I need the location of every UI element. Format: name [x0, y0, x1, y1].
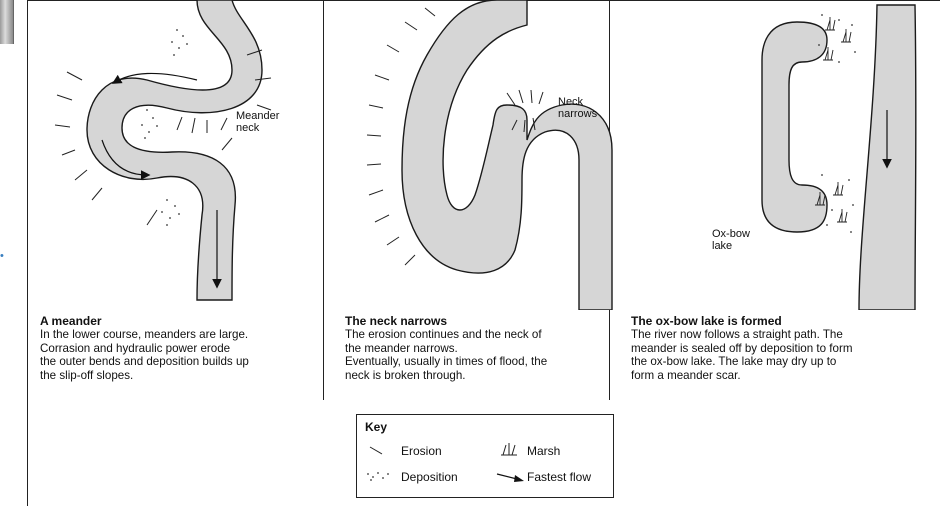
deposition-dots-1	[141, 29, 188, 226]
caption-neck: The neck narrows The erosion continues a…	[345, 315, 547, 382]
viewer-scroll-edge	[0, 0, 14, 44]
margin-mark: •	[0, 250, 4, 262]
caption-line: the meander narrows.	[345, 342, 547, 355]
caption-line: The erosion continues and the neck of	[345, 328, 547, 341]
oxbow-lake	[762, 22, 827, 232]
marsh-symbol-icon	[499, 441, 519, 457]
key-erosion-label: Erosion	[401, 444, 442, 458]
caption-title: The ox-bow lake is formed	[631, 315, 852, 328]
key-marsh-label: Marsh	[527, 444, 560, 458]
caption-title: The neck narrows	[345, 315, 547, 328]
caption-line: the outer bends and deposition builds up	[40, 355, 249, 368]
caption-line: In the lower course, meanders are large.	[40, 328, 249, 341]
caption-oxbow: The ox-bow lake is formed The river now …	[631, 315, 852, 382]
meander-river	[87, 0, 262, 300]
erosion-symbol-icon	[367, 443, 387, 457]
caption-title: A meander	[40, 315, 249, 328]
key-title: Key	[365, 420, 387, 434]
caption-line: Eventually, usually in times of flood, t…	[345, 355, 547, 368]
caption-line: meander is sealed off by deposition to f…	[631, 342, 852, 355]
neck-river	[402, 0, 612, 310]
caption-line: Corrasion and hydraulic power erode	[40, 342, 249, 355]
caption-meander: A meander In the lower course, meanders …	[40, 315, 249, 382]
caption-line: the slip-off slopes.	[40, 369, 249, 382]
caption-line: form a meander scar.	[631, 369, 852, 382]
caption-line: The river now follows a straight path. T…	[631, 328, 852, 341]
key-box: Key Erosion Marsh Deposition Fastest flo…	[356, 414, 614, 498]
key-fastest-flow-label: Fastest flow	[527, 470, 591, 484]
diagram-drawing	[27, 0, 940, 310]
fastest-flow-symbol-icon	[495, 470, 527, 484]
deposition-symbol-icon	[365, 469, 393, 483]
caption-line: neck is broken through.	[345, 369, 547, 382]
caption-line: the ox-bow lake. The lake may dry up to	[631, 355, 852, 368]
key-deposition-label: Deposition	[401, 470, 458, 484]
